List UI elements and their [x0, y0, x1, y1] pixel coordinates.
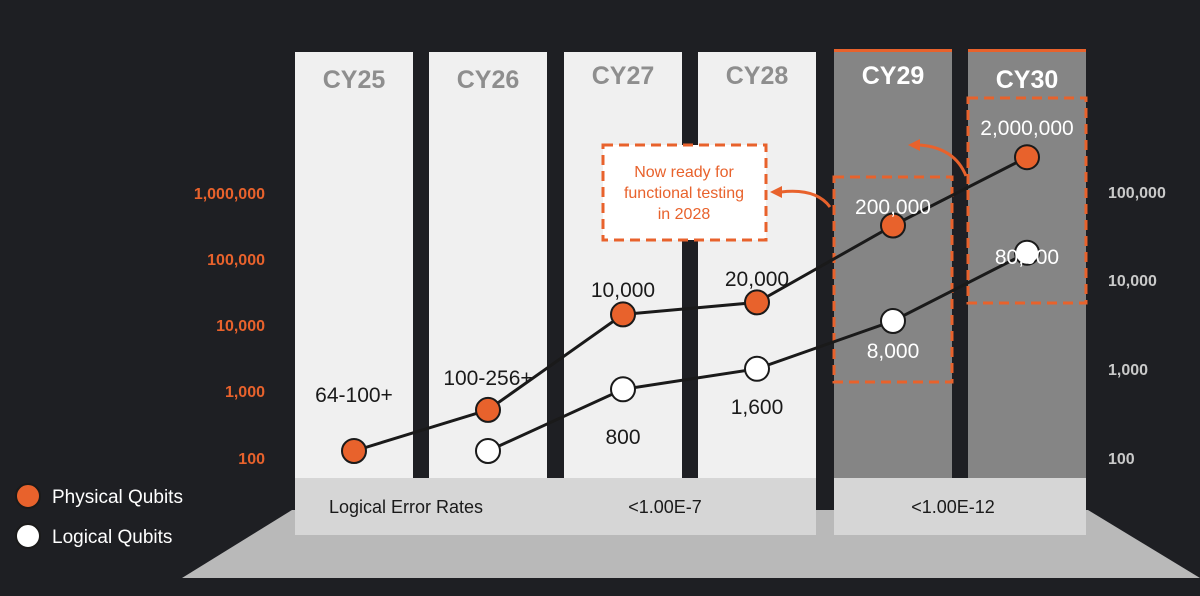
logical-point-cy30: [1014, 239, 1040, 266]
column-label-cy30: CY30: [996, 66, 1059, 94]
right-tick-1000: 1,000: [1108, 362, 1148, 379]
right-tick-10000: 10,000: [1108, 273, 1157, 290]
column-label-cy27: CY27: [592, 62, 655, 90]
physical-point-cy25: [341, 438, 367, 464]
column-cy29-accent: [834, 49, 952, 52]
left-tick-1000000: 1,000,000: [194, 186, 265, 203]
left-tick-1000: 1,000: [225, 384, 265, 401]
right-tick-100: 100: [1108, 451, 1135, 468]
legend-label-physical: Physical Qubits: [52, 487, 183, 508]
logical-point-cy26: [475, 438, 501, 464]
error-rate-value-1: <1.00E-7: [628, 497, 702, 517]
physical-label-cy26: 100-256+: [443, 367, 532, 390]
column-cy28: [698, 52, 816, 480]
series-line-physical: [353, 155, 1028, 453]
logical-point-cy28: [744, 355, 770, 382]
physical-label-cy25: 64-100+: [315, 384, 393, 407]
logical-label-cy29: 8,000: [867, 340, 920, 363]
annotation-arrowhead-2: [908, 139, 920, 151]
physical-label-cy28: 20,000: [725, 268, 789, 291]
annotation-line-1: Now ready for: [634, 164, 734, 181]
column-cy30-accent: [968, 49, 1086, 52]
error-rate-value-2: <1.00E-12: [911, 497, 995, 517]
right-tick-100000: 100,000: [1108, 185, 1166, 202]
physical-label-cy29: 200,000: [855, 196, 931, 219]
legend-swatch-logical: [15, 523, 41, 549]
left-tick-10000: 10,000: [216, 318, 265, 335]
annotation-arrow-2: [919, 143, 968, 177]
error-rate-band-2: [834, 478, 1086, 535]
logical-label-cy30: 80,000: [995, 246, 1059, 269]
logical-point-cy27: [610, 376, 636, 403]
legend-label-logical: Logical Qubits: [52, 527, 172, 548]
annotation-box: [601, 143, 768, 242]
series-layer: [341, 144, 1040, 464]
logical-label-cy28: 1,600: [731, 396, 784, 419]
annotation-arrowhead-1: [770, 186, 782, 198]
physical-label-cy27: 10,000: [591, 279, 655, 302]
annotation-arrow-1: [780, 189, 832, 208]
column-cy29: [834, 52, 952, 480]
annotation-line-3: in 2028: [658, 206, 711, 223]
left-tick-100: 100: [238, 451, 265, 468]
physical-point-cy30: [1014, 144, 1040, 171]
error-rate-label: Logical Error Rates: [329, 497, 483, 517]
column-cy25: [295, 52, 413, 480]
error-rate-band-1: [295, 478, 816, 535]
column-label-cy26: CY26: [457, 66, 520, 94]
legend-swatch-physical: [15, 483, 41, 509]
left-tick-100000: 100,000: [207, 252, 265, 269]
annotation-line-2: functional testing: [624, 185, 744, 202]
column-cy27: [564, 52, 682, 480]
column-label-cy29: CY29: [862, 62, 925, 90]
physical-point-cy29: [880, 212, 906, 239]
physical-point-cy28: [744, 289, 770, 316]
column-cy30: [968, 52, 1086, 480]
physical-point-cy27: [610, 301, 636, 328]
column-label-cy25: CY25: [323, 66, 386, 94]
logical-point-cy29: [880, 308, 906, 334]
logical-label-cy27: 800: [605, 426, 640, 449]
physical-label-cy30: 2,000,000: [980, 117, 1073, 140]
column-label-cy28: CY28: [726, 62, 789, 90]
physical-point-cy26: [475, 396, 501, 423]
